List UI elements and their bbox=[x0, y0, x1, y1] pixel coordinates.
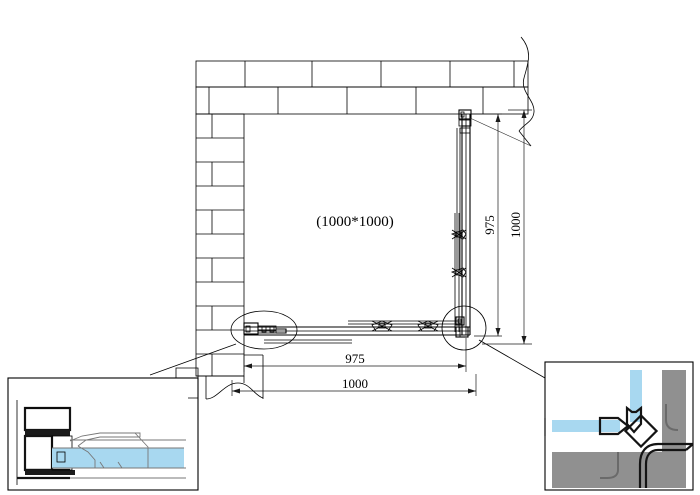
dimension-bottom-975: 975 bbox=[243, 336, 467, 372]
dim-right-inner-value: 975 bbox=[482, 215, 497, 235]
corner-post-hardware bbox=[455, 316, 469, 338]
right-glass-panel bbox=[454, 114, 471, 335]
top-wall-brick-hatch bbox=[195, 60, 529, 115]
bottom-rail-wall-fixing bbox=[243, 322, 287, 335]
corner-joint-inset bbox=[544, 361, 694, 491]
leader-line-top-right bbox=[469, 117, 532, 147]
callout-ellipse-left bbox=[230, 310, 298, 350]
left-inset-connector bbox=[175, 367, 199, 399]
profile-section-inset bbox=[7, 377, 199, 491]
wall-base-outline bbox=[196, 354, 264, 399]
leader-line-left-inset bbox=[149, 343, 237, 376]
bottom-rail-roller-left bbox=[371, 320, 393, 332]
dim-bottom-overall-value: 1000 bbox=[342, 376, 368, 391]
right-panel-roller-upper bbox=[450, 229, 467, 240]
dimension-bottom-1000: 1000 bbox=[231, 374, 477, 396]
dimension-right-1000: 1000 bbox=[482, 109, 532, 345]
leader-line-right-inset bbox=[478, 339, 546, 379]
dim-bottom-inner-value: 975 bbox=[345, 351, 365, 366]
bottom-rail-roller-right bbox=[417, 320, 439, 332]
dimension-right-975: 975 bbox=[472, 113, 502, 337]
dim-right-overall-value: 1000 bbox=[508, 212, 523, 238]
break-line-right bbox=[518, 36, 535, 147]
plan-size-label: (1000*1000) bbox=[316, 214, 394, 230]
left-wall-brick-hatch bbox=[195, 113, 245, 377]
right-panel-roller-lower bbox=[450, 267, 467, 278]
callout-circle-right bbox=[441, 305, 487, 351]
right-panel-top-bracket bbox=[458, 109, 472, 134]
break-line-bottom-left bbox=[205, 382, 264, 400]
